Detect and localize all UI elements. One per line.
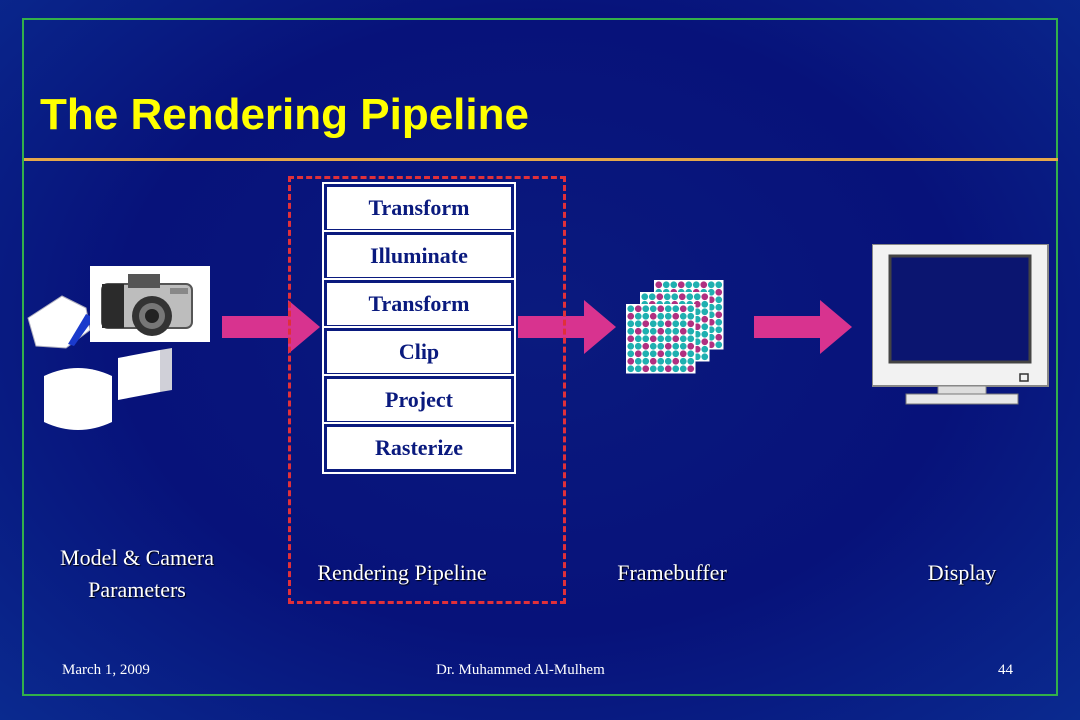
model-camera-label-line2: Parameters	[88, 577, 186, 602]
cube-icon	[118, 348, 172, 400]
model-camera-label: Model & Camera Parameters	[32, 542, 242, 606]
pipeline-stage-transform-2: Transform	[322, 278, 516, 330]
footer-author: Dr. Muhammed Al-Mulhem	[436, 662, 605, 678]
pipeline-stage-clip: Clip	[322, 326, 516, 378]
model-camera-label-line1: Model & Camera	[60, 545, 214, 570]
arrow-right-icon	[222, 300, 320, 354]
footer-page-number: 44	[998, 662, 1013, 678]
title-divider	[24, 158, 1058, 161]
footer-date: March 1, 2009	[62, 662, 150, 678]
camera-icon	[90, 266, 210, 342]
monitor-icon	[872, 244, 1049, 405]
arrow-right-icon	[518, 300, 616, 354]
slide-title: The Rendering Pipeline	[40, 90, 529, 139]
arrow-right-icon	[754, 300, 852, 354]
pipeline-stage-transform: Transform	[322, 182, 516, 234]
framebuffer-label: Framebuffer	[617, 560, 727, 585]
display-label: Display	[927, 560, 997, 585]
rendering-pipeline-label: Rendering Pipeline	[317, 560, 487, 585]
cylinder-icon	[44, 368, 112, 430]
pipeline-stage-rasterize: Rasterize	[322, 422, 516, 474]
pentagon-shape-icon	[27, 295, 94, 349]
framebuffer-grid-icon	[626, 280, 724, 374]
slide-frame	[22, 18, 1058, 696]
rendering-pipeline-boundary	[288, 176, 566, 604]
pipeline-stage-project: Project	[322, 374, 516, 426]
pipeline-stage-illuminate: Illuminate	[322, 230, 516, 282]
